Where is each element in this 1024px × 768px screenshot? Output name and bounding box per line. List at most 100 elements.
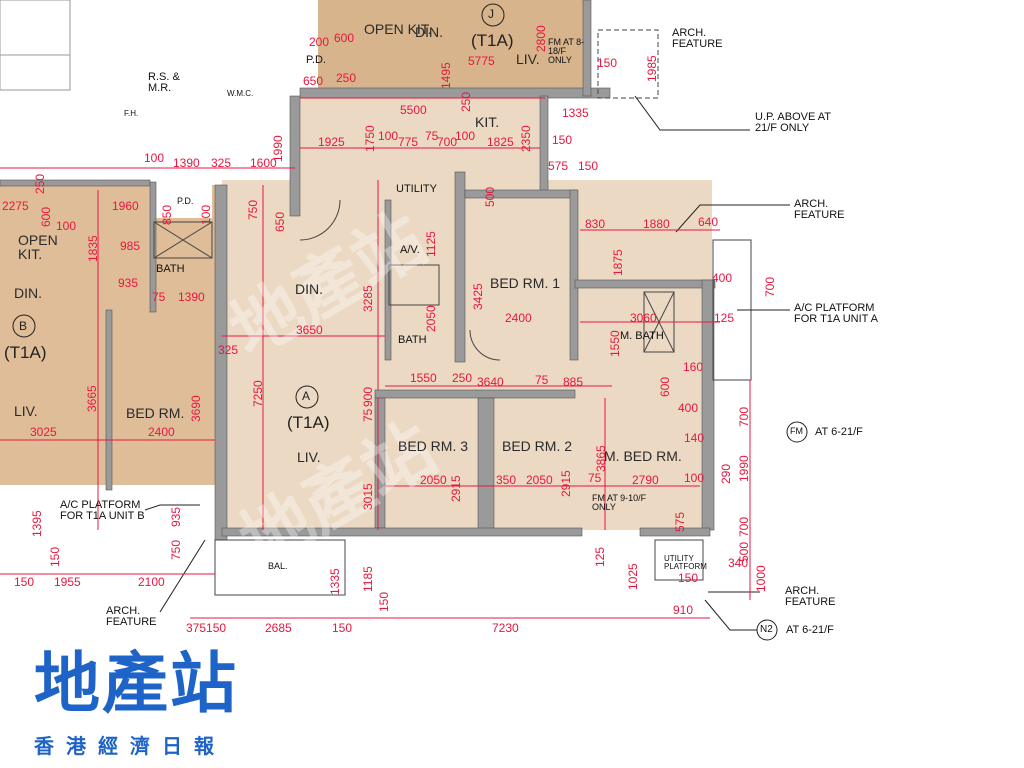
dimension-label: 1390 [178,290,205,304]
dimension-label: 100 [199,204,213,225]
dimension-label: 935 [118,276,139,290]
dimension-label: 125 [593,546,607,567]
dimension-label: 1880 [643,217,670,231]
dimension-label: 2050 [420,473,447,487]
dimension-label: 700 [437,135,458,149]
room-label-utility: UTILITY [396,183,437,195]
room-label-balcony: BAL. [268,561,288,571]
dimension-label: 2915 [559,470,573,497]
n2-circle-icon [756,619,778,641]
dimension-label: 75 [152,290,166,304]
room-label-liv-b: LIV. [14,403,38,419]
pd-area [152,182,212,218]
dimension-label: 325 [218,343,239,357]
room-label-bed-2: BED RM. 2 [502,438,573,454]
dimension-label: 100 [56,219,77,233]
room-label-bed-3: BED RM. 3 [398,438,469,454]
dimension-label: 2400 [148,425,175,439]
room-label-bed-b: BED RM. [126,405,185,421]
dimension-label: 2100 [138,575,165,589]
dimension-label: 885 [563,375,584,389]
dimension-label: 1985 [645,55,659,82]
dimension-label: 1000 [754,565,768,592]
room-label-liv-a: LIV. [297,449,321,465]
dimension-label: 2275 [2,199,29,213]
dimension-label: 600 [334,31,355,45]
dimension-label: 1395 [30,510,44,537]
dimension-label: 775 [398,135,419,149]
dimension-label: 1835 [86,235,100,262]
dimension-label: 3025 [30,425,57,439]
room-label-utility-platform: UTILITY PLATFORM [664,554,707,571]
dimension-label: 2050 [424,305,438,332]
dimension-lines [0,97,751,619]
dimension-label: 340 [728,556,749,570]
dimension-label: 375150 [186,621,227,635]
dimension-label: 150 [678,571,699,585]
dimension-label: 290 [719,463,733,484]
dimension-label: 910 [673,603,694,617]
dimension-label: 75 [425,129,439,143]
dimension-label: 1990 [737,455,751,482]
dimension-label: 1960 [112,199,139,213]
room-label-master-bed: M. BED RM. [604,448,682,464]
dimension-label: 3640 [477,375,504,389]
dimension-label: 700 [763,276,777,297]
dimension-label: 575 [548,159,569,173]
leader-lines [144,95,790,631]
dimension-label: 250 [452,371,473,385]
room-label-din-j: DIN. [415,24,443,40]
unit-b-letter: B [19,319,28,333]
dimension-label: 350 [496,473,517,487]
dimension-label: 850 [160,204,174,225]
unit-b-type: (T1A) [4,343,47,362]
logo: 地產站 香港經濟日報 [34,630,238,759]
room-label-rs-mr: R.S. & M.R. [148,71,180,94]
room-label-din-b: DIN. [14,285,42,301]
room-label-liv-j: LIV. [516,51,540,67]
note-arch-feature-right: ARCH. FEATURE [785,585,836,608]
room-label-master-bath: M. BATH [620,330,664,342]
dimension-label: 3285 [361,285,375,312]
dimension-label: 700 [737,516,751,537]
dimension-label: 250 [336,71,357,85]
dimension-label: 3690 [189,395,203,422]
note-ac-platform-a: A/C PLATFORM FOR T1A UNIT A [794,302,878,325]
dimension-label: 700 [737,406,751,427]
dimension-label: 1185 [361,566,375,592]
dimension-label: 1955 [54,575,81,589]
dimension-label: 900 [361,386,375,407]
unit-j-area [318,0,590,88]
dimension-label: 125 [714,311,735,325]
unit-a-circle-icon [295,385,319,409]
dimension-label: 2915 [449,475,463,502]
n2-circle-label: N2 [760,624,773,635]
dimension-label: 75 [535,373,549,387]
dimension-label: 2800 [534,25,548,52]
room-label-fh: F.H. [124,109,139,118]
dimension-label: 400 [712,271,733,285]
dimension-label: 500 [483,186,497,207]
room-label-pd-j: P.D. [306,54,326,66]
dimension-label: 2350 [519,125,533,152]
dimension-label: 160 [683,360,704,374]
dimension-label: 2790 [632,473,659,487]
unit-a-area [300,98,540,180]
dimension-label: 400 [678,401,699,415]
dimension-label: 575 [673,511,687,532]
room-label-kit: KIT. [475,114,500,130]
dimension-label: 1390 [173,156,200,170]
note-n2-floors: AT 6-21/F [786,624,834,636]
dimension-label: 100 [378,129,399,143]
dimension-label: 650 [303,74,324,88]
dimension-label: 140 [684,431,705,445]
dimension-label: 1925 [318,135,345,149]
dimension-label: 150 [597,56,618,70]
dimension-label: 7230 [492,621,519,635]
note-ac-platform-b: A/C PLATFORM FOR T1A UNIT B [60,499,145,522]
dimension-label: 1495 [439,62,453,89]
dimension-label: 250 [33,173,47,194]
note-arch-feature-mid: ARCH. FEATURE [794,198,845,221]
dimension-label: 1125 [424,231,438,257]
note-arch-feature-left: ARCH. FEATURE [106,605,157,628]
